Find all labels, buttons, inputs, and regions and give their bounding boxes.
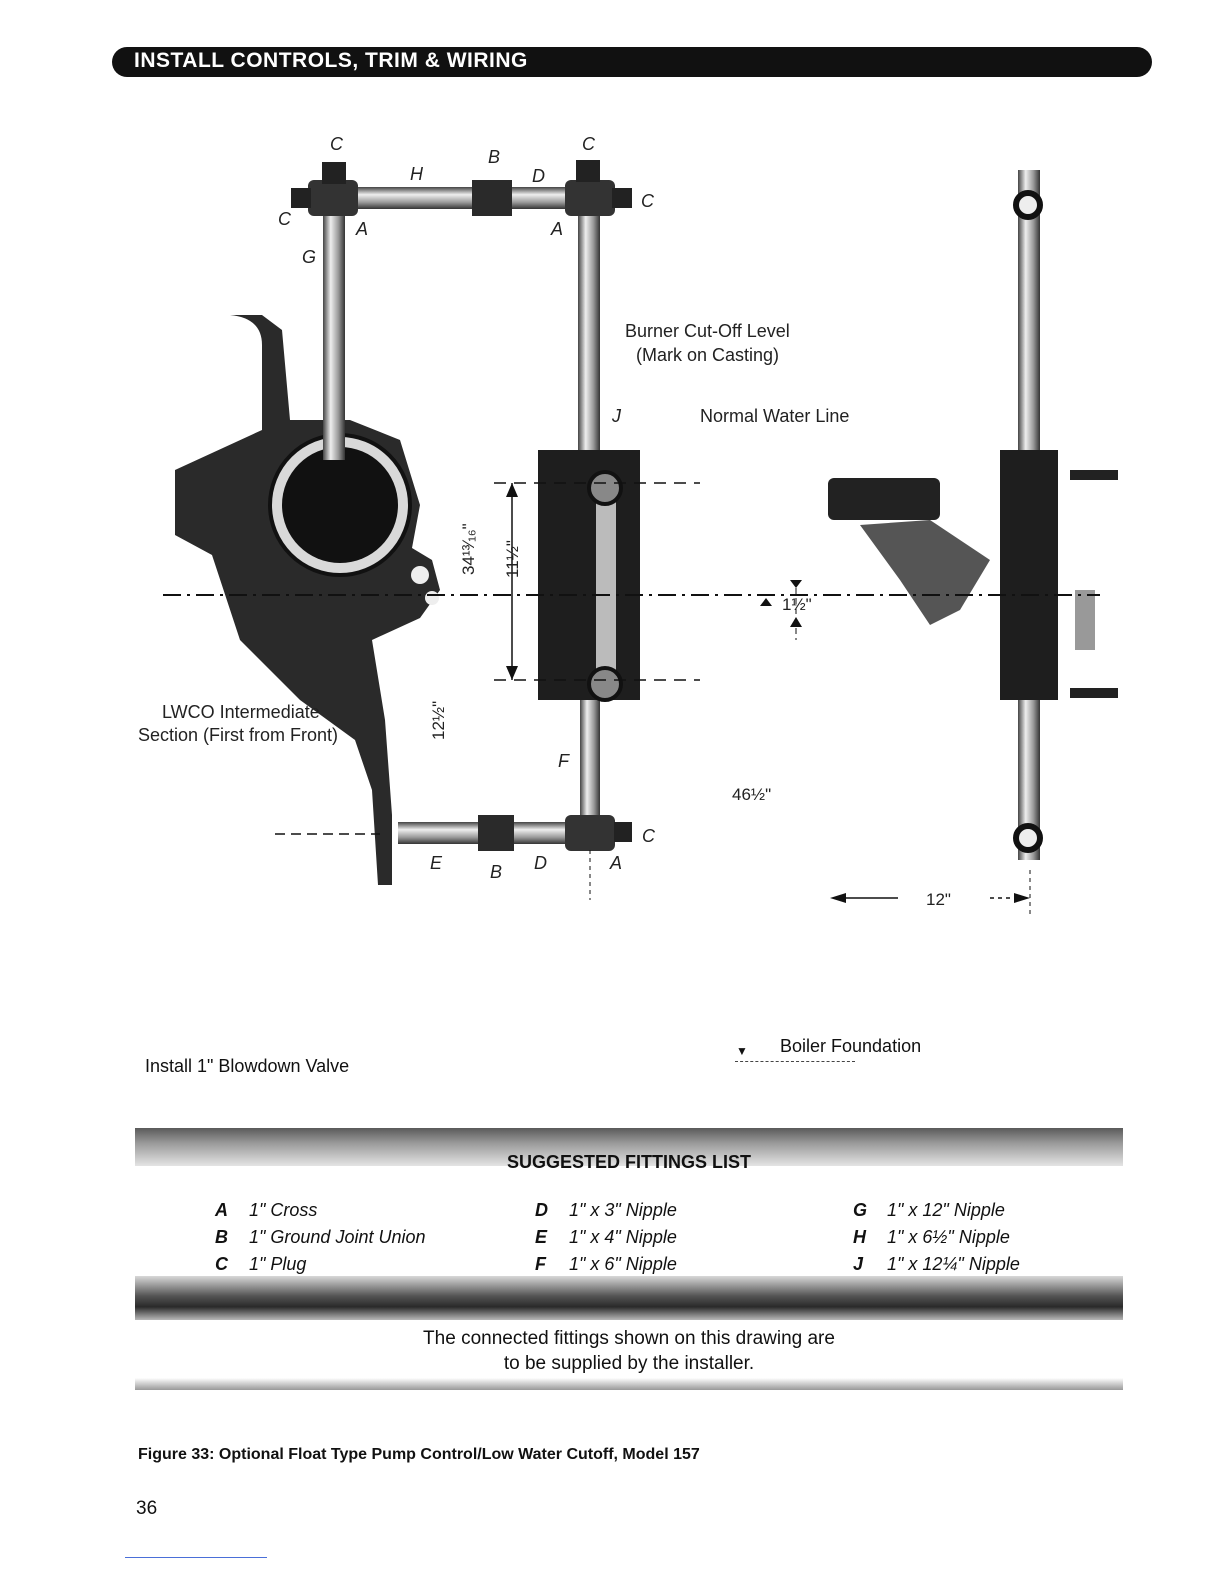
burner-cutoff-label: Burner Cut-Off Level	[625, 321, 790, 341]
fitting-desc: 1" x 4" Nipple	[569, 1227, 677, 1247]
section-banner: INSTALL CONTROLS, TRIM & WIRING	[112, 47, 1152, 77]
fitting-key: F	[535, 1254, 546, 1274]
letter-f: F	[558, 751, 570, 771]
fittings-band-bottom	[135, 1378, 1123, 1390]
dimension-11-1-2: 11½"	[503, 540, 522, 578]
fitting-item: C 1" Plug	[215, 1254, 306, 1275]
fitting-desc: 1" x 3" Nipple	[569, 1200, 677, 1220]
letter-a-top-right: A	[550, 219, 563, 239]
footer-line	[125, 1557, 267, 1558]
dimension-12: 12"	[926, 890, 951, 909]
lwco-label-line2: Section (First from Front)	[138, 725, 338, 745]
fitting-item: H 1" x 6½" Nipple	[853, 1227, 1010, 1248]
fitting-desc: 1" x 12" Nipple	[887, 1200, 1005, 1220]
foundation-arrow-icon: ▼	[736, 1044, 748, 1058]
fitting-item: A 1" Cross	[215, 1200, 317, 1221]
letter-c-top-right: C	[582, 134, 596, 154]
letter-e: E	[430, 853, 443, 873]
fittings-note-line1: The connected fittings shown on this dra…	[423, 1328, 835, 1349]
fitting-desc: 1" x 6" Nipple	[569, 1254, 677, 1274]
dimension-1-1-2: 1½"	[782, 595, 812, 614]
fitting-desc: 1" Ground Joint Union	[249, 1227, 426, 1247]
piping-diagram: C H B D C C C A A G J F C E B D A Burner…	[138, 134, 1118, 915]
fitting-desc: 1" Cross	[249, 1200, 318, 1220]
dimension-12-1-2: 12½"	[429, 701, 448, 740]
fitting-desc: 1" x 12¼" Nipple	[887, 1254, 1020, 1274]
fittings-title: SUGGESTED FITTINGS LIST	[506, 1152, 751, 1172]
fittings-note: The connected fittings shown on this dra…	[135, 1326, 1123, 1376]
fitting-item: E 1" x 4" Nipple	[535, 1227, 677, 1248]
letter-d-top: D	[532, 166, 545, 186]
foundation-line	[735, 1061, 855, 1062]
fitting-key: H	[853, 1227, 866, 1247]
fitting-key: B	[215, 1227, 228, 1247]
fitting-key: D	[535, 1200, 548, 1220]
page-number: 36	[136, 1498, 158, 1519]
letter-g: G	[302, 247, 316, 267]
fitting-desc: 1" x 6½" Nipple	[887, 1227, 1010, 1247]
fitting-item: F 1" x 6" Nipple	[535, 1254, 677, 1275]
letter-b-top: B	[488, 147, 500, 167]
fitting-item: B 1" Ground Joint Union	[215, 1227, 426, 1248]
normal-water-line-label: Normal Water Line	[700, 406, 849, 426]
fitting-item: D 1" x 3" Nipple	[535, 1200, 677, 1221]
fitting-key: E	[535, 1227, 548, 1247]
dimension-34-13-16: 34¹³⁄₁₆"	[459, 523, 478, 575]
letter-c-left: C	[278, 209, 292, 229]
letter-b-bottom: B	[490, 862, 502, 882]
float-chamber	[538, 450, 640, 702]
boiler-foundation-label: Boiler Foundation	[780, 1036, 922, 1056]
fitting-item: J 1" x 12¼" Nipple	[853, 1254, 1020, 1275]
fittings-band-top	[135, 1128, 1123, 1166]
blowdown-valve-label: Install 1" Blowdown Valve	[145, 1056, 350, 1076]
letter-a-top-left: A	[355, 219, 368, 239]
figure-caption: Figure 33: Optional Float Type Pump Cont…	[138, 1446, 700, 1463]
letter-c-right: C	[641, 191, 655, 211]
boiler-section	[143, 315, 440, 885]
section-title: INSTALL CONTROLS, TRIM & WIRING	[134, 49, 528, 72]
letter-a-bottom: A	[609, 853, 622, 873]
fitting-key: A	[215, 1200, 228, 1220]
fitting-key: C	[215, 1254, 228, 1274]
fitting-desc: 1" Plug	[249, 1254, 307, 1274]
letter-j: J	[611, 406, 622, 426]
fitting-item: G 1" x 12" Nipple	[853, 1200, 1005, 1221]
fittings-list: SUGGESTED FITTINGS LIST A 1" Cross B 1" Gr…	[135, 1128, 1123, 1390]
reference-lines	[163, 482, 1100, 915]
pipe-network	[291, 160, 632, 851]
mark-on-casting-label: (Mark on Casting)	[636, 345, 779, 365]
lwco-label-line1: LWCO Intermediate	[162, 702, 320, 722]
dimension-arrowheads	[506, 483, 1030, 903]
side-view-control	[828, 170, 1118, 860]
letter-c-bottom: C	[642, 826, 656, 846]
dimension-46-1-2: 46½"	[732, 785, 771, 804]
fitting-key: G	[853, 1200, 868, 1220]
fittings-note-line2: to be supplied by the installer.	[503, 1353, 755, 1374]
fittings-band-mid	[135, 1276, 1123, 1320]
letter-d-bottom: D	[534, 853, 547, 873]
fitting-key: J	[853, 1254, 864, 1274]
letter-c-top-left: C	[330, 134, 344, 154]
letter-h: H	[410, 164, 424, 184]
